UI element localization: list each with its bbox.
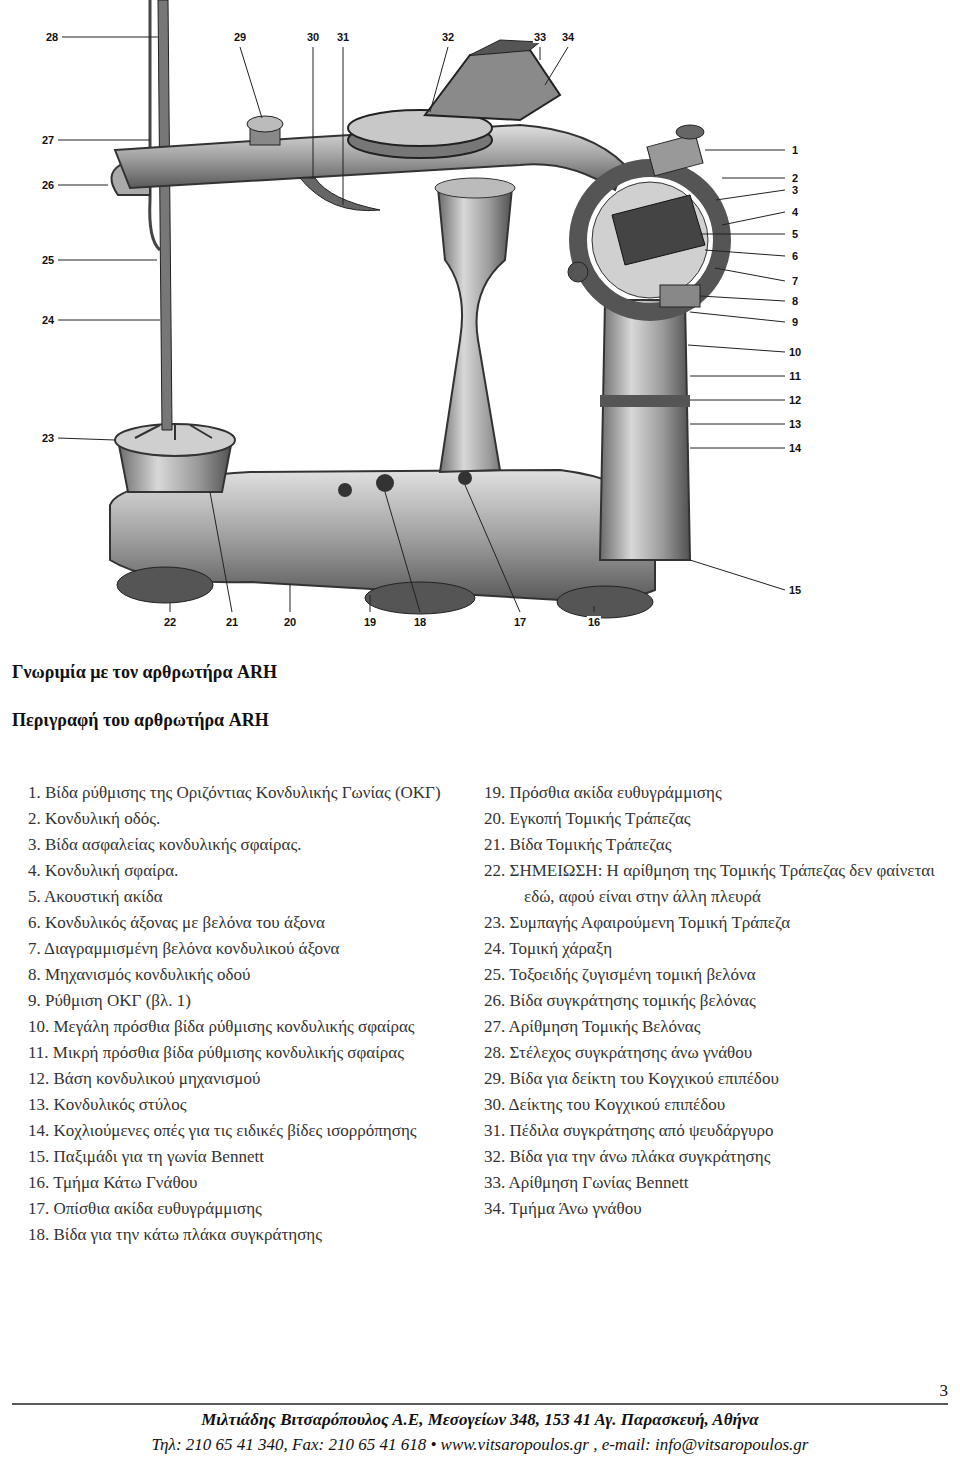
parts-list-item: 16. Τμήμα Κάτω Γνάθου [28,1170,468,1196]
callout-number: 22 [163,616,177,628]
parts-list-item: 30. Δείκτης του Κογχικού επιπέδου [484,1092,944,1118]
callout-number: 25 [41,254,55,266]
callout-number: 33 [533,31,547,43]
parts-list-column: 19. Πρόσθια ακίδα ευθυγράμμισης20. Εγκοπ… [484,780,944,1222]
parts-list-item: 2. Κονδυλική οδός. [28,806,468,832]
parts-list-item: 3. Βίδα ασφαλείας κονδυλικής σφαίρας. [28,832,468,858]
callout-number: 18 [413,616,427,628]
parts-list-item: 26. Βίδα συγκράτησης τομικής βελόνας [484,988,944,1014]
parts-list-column: 1. Βίδα ρύθμισης της Οριζόντιας Κονδυλικ… [28,780,468,1248]
parts-list-item: 25. Τοξοειδής ζυγισμένη τομική βελόνα [484,962,944,988]
parts-list-item: 1. Βίδα ρύθμισης της Οριζόντιας Κονδυλικ… [28,780,468,806]
callout-number: 17 [513,616,527,628]
callout-number: 20 [283,616,297,628]
callout-number: 9 [791,316,799,328]
callout-number: 29 [233,31,247,43]
callout-number: 2 [791,172,799,184]
parts-list-item: 22. ΣΗΜΕΙΩΣΗ: Η αρίθμηση της Τομικής Τρά… [484,858,944,910]
parts-list-item: 9. Ρύθμιση ΟΚΓ (βλ. 1) [28,988,468,1014]
parts-list-item: 34. Τμήμα Άνω γνάθου [484,1196,944,1222]
callout-number: 14 [788,442,802,454]
page-heading: Γνωριμία με τον αρθρωτήρα ARH [12,661,277,683]
callout-number: 11 [788,370,802,382]
parts-list-item: 28. Στέλεχος συγκράτησης άνω γνάθου [484,1040,944,1066]
callout-number: 4 [791,206,799,218]
callout-number: 21 [225,616,239,628]
callout-number: 28 [45,31,59,43]
callout-number: 16 [587,616,601,628]
footer-address: Μιλτιάδης Βιτσαρόπουλος Α.Ε, Μεσογείων 3… [12,1409,948,1431]
parts-list-item: 14. Κοχλιούμενες οπές για τις ειδικές βί… [28,1118,468,1144]
callout-number: 3 [791,184,799,196]
callout-number: 1 [791,144,799,156]
callout-number: 12 [788,394,802,406]
parts-list-item: 4. Κονδυλική σφαίρα. [28,858,468,884]
callout-number: 7 [791,275,799,287]
callout-number: 32 [441,31,455,43]
parts-list-item: 23. Συμπαγής Αφαιρούμενη Τομική Τράπεζα [484,910,944,936]
parts-list-item: 19. Πρόσθια ακίδα ευθυγράμμισης [484,780,944,806]
callout-number: 13 [788,418,802,430]
callout-number: 19 [363,616,377,628]
leader-lines [58,37,785,612]
callout-number: 31 [336,31,350,43]
callout-number: 34 [561,31,575,43]
parts-list-item: 31. Πέδιλα συγκράτησης από ψευδάργυρο [484,1118,944,1144]
parts-list-item: 21. Βίδα Τομικής Τράπεζας [484,832,944,858]
articulator-drawing [110,0,722,618]
parts-list-item: 17. Οπίσθια ακίδα ευθυγράμμισης [28,1196,468,1222]
parts-list-item: 15. Παξιμάδι για τη γωνία Bennett [28,1144,468,1170]
parts-list-item: 29. Βίδα για δείκτη του Κογχικού επιπέδο… [484,1066,944,1092]
parts-list-item: 24. Τομική χάραξη [484,936,944,962]
callout-number: 8 [791,295,799,307]
parts-list-item: 11. Μικρή πρόσθια βίδα ρύθμισης κονδυλικ… [28,1040,468,1066]
page-subheading: Περιγραφή του αρθρωτήρα ARH [12,709,269,731]
parts-list-item: 6. Κονδυλικός άξονας με βελόνα του άξονα [28,910,468,936]
callout-number: 10 [788,346,802,358]
page-number: 3 [940,1380,949,1402]
callout-number: 6 [791,250,799,262]
callout-number: 15 [788,584,802,596]
callout-number: 30 [306,31,320,43]
parts-list-item: 33. Αρίθμηση Γωνίας Bennett [484,1170,944,1196]
parts-list-item: 12. Βάση κονδυλικού μηχανισμού [28,1066,468,1092]
callout-number: 5 [791,228,799,240]
callout-number: 23 [41,432,55,444]
callout-number: 26 [41,179,55,191]
parts-list-item: 13. Κονδυλικός στύλος [28,1092,468,1118]
parts-list-item: 18. Βίδα για την κάτω πλάκα συγκράτησης [28,1222,468,1248]
callout-number: 24 [41,314,55,326]
parts-list-item: 20. Εγκοπή Τομικής Τράπεζας [484,806,944,832]
parts-list-item: 32. Βίδα για την άνω πλάκα συγκράτησης [484,1144,944,1170]
parts-list-item: 27. Αρίθμηση Τομικής Βελόνας [484,1014,944,1040]
parts-list-item: 7. Διαγραμμισμένη βελόνα κονδυλικού άξον… [28,936,468,962]
callout-number: 27 [41,134,55,146]
parts-list-item: 8. Μηχανισμός κονδυλικής οδού [28,962,468,988]
footer-contact: Τηλ: 210 65 41 340, Fax: 210 65 41 618 •… [12,1434,948,1456]
parts-list-item: 5. Ακουστική ακίδα [28,884,468,910]
parts-list-item: 10. Μεγάλη πρόσθια βίδα ρύθμισης κονδυλι… [28,1014,468,1040]
footer-rule [12,1403,948,1405]
